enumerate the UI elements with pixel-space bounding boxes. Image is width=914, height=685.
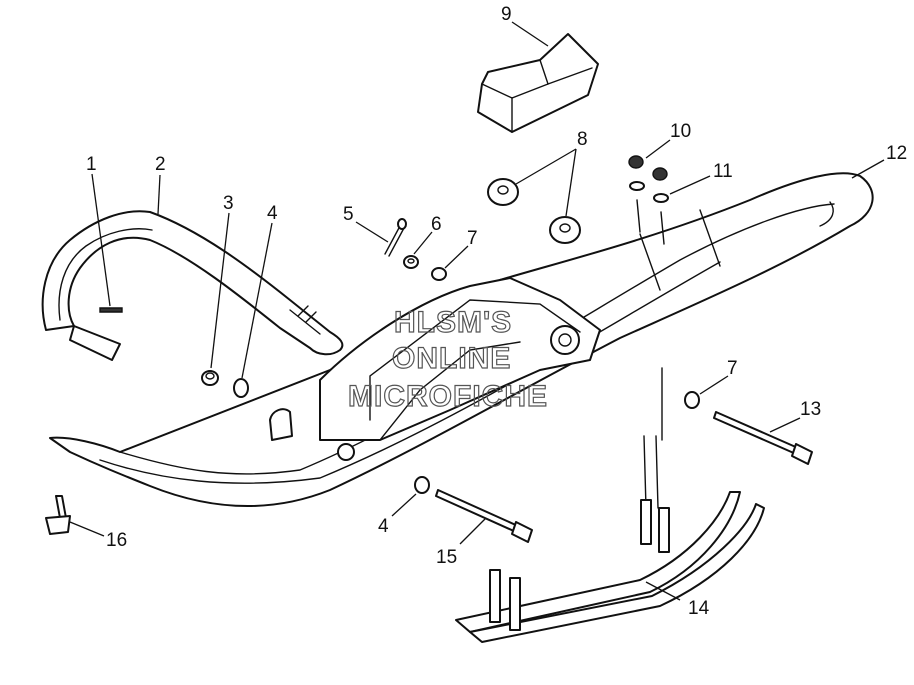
- callout-1: 1: [86, 154, 97, 175]
- callout-7-lower: 7: [727, 358, 738, 379]
- callout-labels: 1 2 3 4 5 6 7 8 9 10 11 12 7 13 4 15 16 …: [86, 4, 907, 619]
- callout-7: 7: [467, 228, 478, 249]
- callout-12: 12: [886, 143, 907, 164]
- callout-16: 16: [106, 530, 127, 551]
- callout-2: 2: [155, 154, 166, 175]
- callout-11: 11: [713, 161, 733, 182]
- watermark-line-1: HLSM'S: [394, 306, 512, 339]
- part-7-washer-lower: [684, 391, 700, 409]
- part-4-washer-upper: [233, 378, 249, 398]
- part-6-nut: [403, 255, 419, 269]
- callout-4-lower: 4: [378, 516, 389, 537]
- callout-4: 4: [267, 203, 278, 224]
- leader-lines: [69, 21, 885, 601]
- callout-6: 6: [431, 214, 442, 235]
- part-10-nuts: [628, 155, 668, 181]
- callout-13: 13: [800, 399, 821, 420]
- callout-5: 5: [343, 204, 354, 225]
- callout-14: 14: [688, 598, 710, 619]
- part-15-bolt: [435, 489, 533, 543]
- part-12-ski: [49, 172, 874, 508]
- part-8-pads: [487, 178, 581, 244]
- callout-15: 15: [436, 547, 457, 568]
- callout-10: 10: [670, 121, 691, 142]
- part-14-wear-bar: [455, 367, 765, 643]
- part-16-bolt: [45, 495, 71, 535]
- part-1-plate: [99, 307, 123, 313]
- callout-8: 8: [577, 129, 588, 150]
- part-13-bolt: [713, 411, 813, 465]
- part-9-ski-pad: [477, 33, 599, 133]
- part-4-washer-lower: [414, 476, 430, 494]
- part-2-handle: [41, 210, 344, 361]
- watermark: HLSM'S ONLINE MICROFICHE: [347, 305, 548, 413]
- part-5-cotter-pin: [384, 218, 407, 257]
- watermark-line-3: MICROFICHE: [348, 380, 548, 413]
- part-3-bushing: [201, 370, 219, 386]
- callout-3: 3: [223, 193, 234, 214]
- callout-9: 9: [501, 4, 512, 25]
- watermark-line-2: ONLINE: [392, 342, 511, 375]
- part-7-washer-upper: [431, 267, 447, 281]
- part-11-washers: [629, 181, 669, 245]
